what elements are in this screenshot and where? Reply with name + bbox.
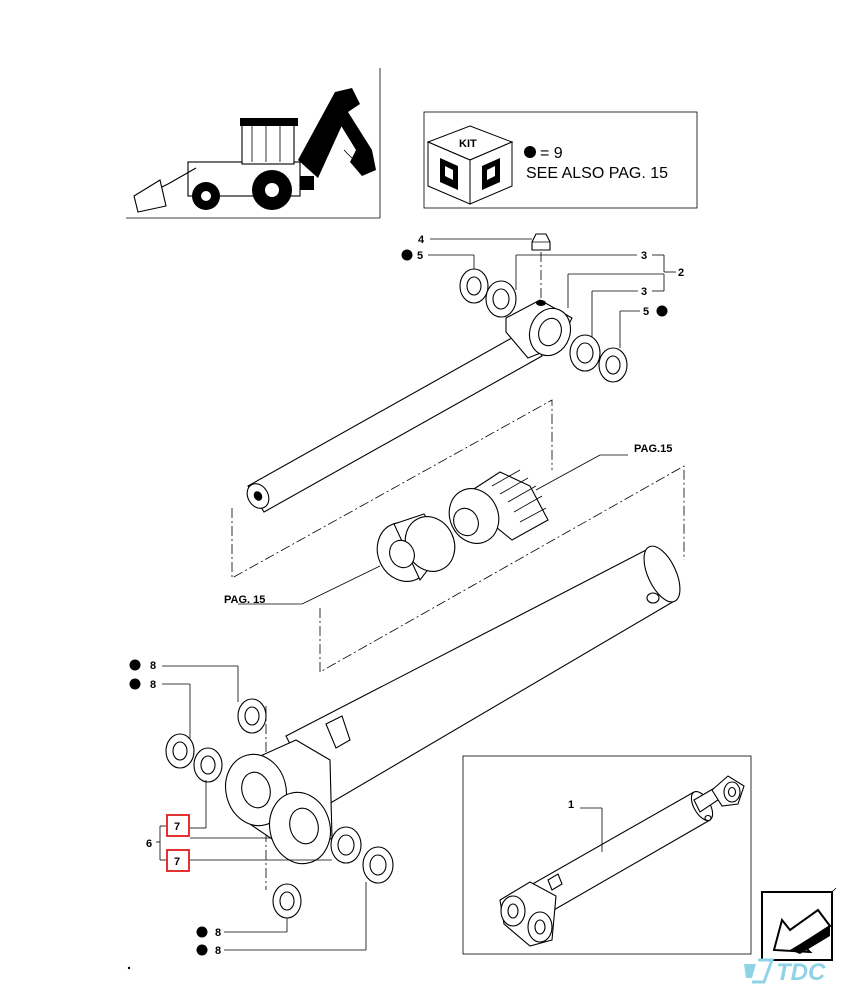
callout-6: 6 bbox=[146, 838, 152, 850]
top-callouts bbox=[428, 238, 676, 348]
callout-5-right-dot-icon bbox=[656, 305, 668, 317]
cylinder-barrel bbox=[225, 545, 681, 865]
callout-8a-dot-icon bbox=[129, 659, 141, 671]
kit-note: SEE ALSO PAG. 15 bbox=[526, 165, 668, 182]
callout-8d-dot-icon bbox=[196, 944, 208, 956]
callout-8d: 8 bbox=[215, 945, 221, 957]
callout-7b: 7 bbox=[174, 856, 180, 868]
tdc-watermark: TDC bbox=[744, 958, 826, 986]
highlight-box-7b bbox=[166, 849, 190, 872]
brand-logo-icon bbox=[440, 158, 500, 190]
callout-8a: 8 bbox=[150, 660, 156, 672]
kit-word: KIT bbox=[459, 138, 477, 150]
lower-left-callouts bbox=[156, 665, 367, 951]
callout-5-right: 5 bbox=[643, 306, 649, 318]
machine-thumbnail bbox=[126, 68, 381, 219]
pag15-left-label: PAG. 15 bbox=[224, 594, 265, 606]
callout-3-right: 3 bbox=[641, 286, 647, 298]
callout-4: 4 bbox=[418, 234, 425, 246]
piston-seal-kit bbox=[238, 454, 628, 605]
kit-legend: = 9 bbox=[540, 145, 563, 162]
callout-5-top: 5 bbox=[417, 250, 423, 262]
kit-box: KIT = 9 SEE ALSO PAG. 15 bbox=[423, 111, 698, 209]
callout-8c: 8 bbox=[215, 927, 221, 939]
rod-end-washers-right bbox=[569, 334, 628, 383]
highlight-box-7a bbox=[166, 814, 190, 837]
callout-8b-dot-icon bbox=[129, 678, 141, 690]
callout-8b: 8 bbox=[150, 679, 156, 691]
kit-dot-icon bbox=[524, 146, 536, 158]
callout-5-dot-icon bbox=[401, 249, 413, 261]
callout-2: 2 bbox=[678, 267, 684, 279]
callout-3-top: 3 bbox=[641, 250, 647, 262]
callout-8c-dot-icon bbox=[196, 926, 208, 938]
rod-end-washers-left bbox=[459, 268, 517, 318]
watermark-text: TDC bbox=[776, 959, 826, 986]
pag15-top-label: PAG.15 bbox=[634, 443, 672, 455]
navigation-arrow-icon[interactable] bbox=[761, 887, 837, 961]
piston-rod bbox=[246, 299, 573, 513]
callout-1: 1 bbox=[568, 799, 574, 811]
clevis-washers bbox=[165, 698, 394, 919]
inset-assembly-box bbox=[462, 755, 752, 955]
grease-nipple bbox=[531, 233, 551, 305]
callout-7a: 7 bbox=[174, 821, 180, 833]
page-marker bbox=[127, 966, 131, 970]
